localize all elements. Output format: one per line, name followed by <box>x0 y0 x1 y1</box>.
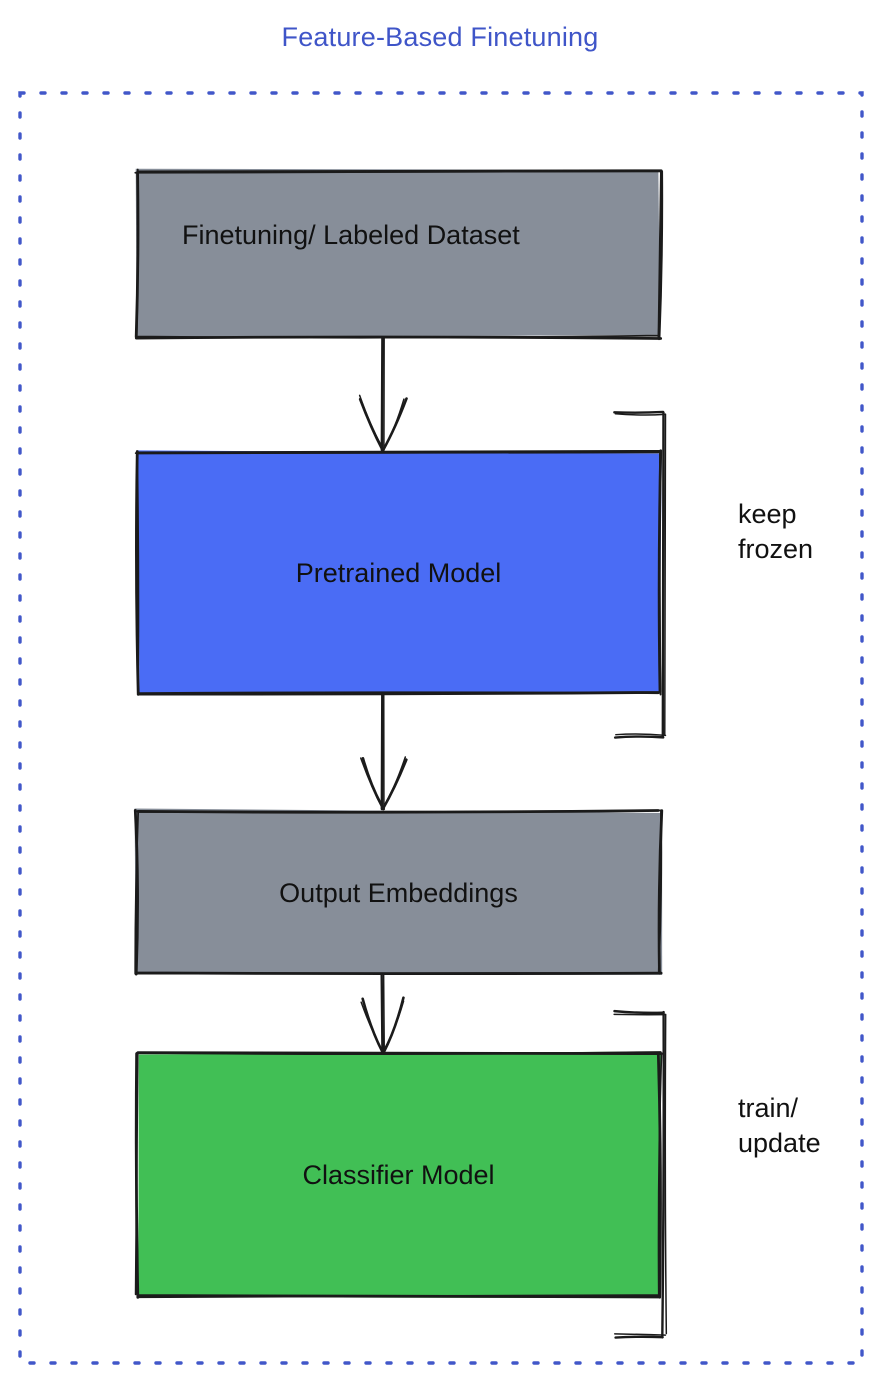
arrow-head <box>360 1001 384 1053</box>
arrow-head <box>381 397 408 452</box>
arrow-head <box>360 757 384 810</box>
node-finetuning-dataset[interactable] <box>137 171 660 337</box>
page-title: Feature-Based Finetuning <box>281 22 599 52</box>
node-classifier-model[interactable] <box>137 1053 660 1296</box>
annotation-keep-frozen: keep frozen <box>738 499 814 565</box>
arrow-pretrained-to-embeddings <box>360 692 408 811</box>
node-pretrained-model[interactable] <box>137 452 660 693</box>
arrow-head <box>382 1000 405 1053</box>
arrow-head <box>358 394 385 451</box>
arrow-dataset-to-pretrained <box>358 336 408 452</box>
arrow-head <box>382 996 405 1054</box>
node-output-embeddings[interactable] <box>137 811 660 973</box>
arrow-embeddings-to-classifier <box>360 972 405 1054</box>
annotation-train-update: train/ update <box>738 1093 821 1159</box>
arrow-head <box>358 397 384 452</box>
arrow-head <box>381 758 408 811</box>
arrow-shaft <box>380 336 384 452</box>
arrow-head <box>361 997 384 1054</box>
arrow-shaft <box>380 972 384 1054</box>
arrow-head <box>382 398 405 451</box>
arrow-shaft <box>382 973 386 1053</box>
arrow-head <box>361 757 386 811</box>
arrow-head <box>381 756 407 810</box>
